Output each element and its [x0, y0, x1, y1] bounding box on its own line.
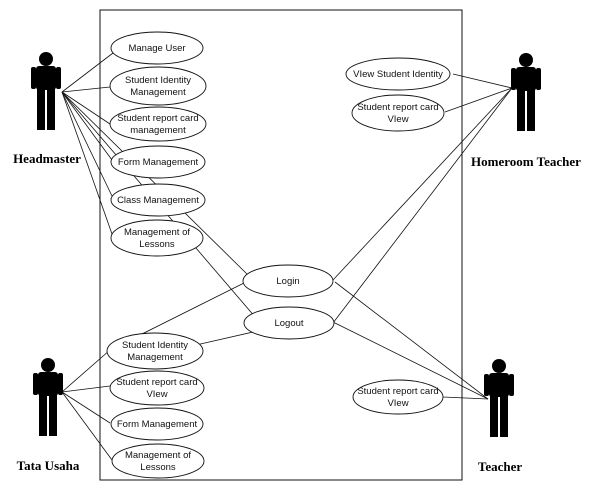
actor-homeroom-teacher-figure	[511, 53, 541, 131]
actor-tata-usaha-label: Tata Usaha	[17, 458, 80, 473]
uc-ht-report-view[interactable]: Student report card VIew	[351, 94, 445, 132]
actor-homeroom-teacher-label: Homeroom Teacher	[471, 154, 581, 169]
svg-text:Student report card: Student report card	[116, 377, 197, 388]
svg-text:Student Identity: Student Identity	[125, 75, 191, 86]
svg-text:Logout: Logout	[274, 318, 303, 329]
svg-text:Lessons: Lessons	[140, 462, 176, 473]
uc-tu-student-identity[interactable]: Student Identity Management	[106, 332, 204, 370]
actor-teacher-figure	[484, 359, 514, 437]
uc-hm-form-management[interactable]: Form Management	[110, 145, 206, 179]
svg-text:Lessons: Lessons	[139, 239, 175, 250]
svg-text:Form Management: Form Management	[118, 157, 199, 168]
actor-headmaster-label: Headmaster	[13, 151, 81, 166]
svg-text:VIew Student Identity: VIew Student Identity	[353, 69, 443, 80]
svg-text:Management of: Management of	[124, 227, 190, 238]
actor-headmaster-figure	[31, 52, 61, 130]
svg-text:Student Identity: Student Identity	[122, 340, 188, 351]
svg-text:Manage User: Manage User	[128, 43, 185, 54]
uc-login[interactable]: Login	[242, 264, 334, 298]
uc-tu-lessons[interactable]: Management of Lessons	[111, 443, 205, 479]
uc-hm-report-card[interactable]: Student report card management	[109, 106, 207, 142]
actor-tata-usaha-figure	[33, 358, 63, 436]
uc-hm-class-management[interactable]: Class Management	[110, 183, 206, 217]
svg-text:Form Management: Form Management	[117, 419, 198, 430]
svg-text:management: management	[130, 125, 186, 136]
uc-manage-user[interactable]: Manage User	[110, 31, 204, 65]
svg-text:Login: Login	[276, 276, 299, 287]
svg-text:Class Management: Class Management	[117, 195, 199, 206]
svg-text:Student report card: Student report card	[117, 113, 198, 124]
svg-text:Management: Management	[130, 87, 186, 98]
svg-text:Management of: Management of	[125, 450, 191, 461]
uc-ht-view-identity[interactable]: VIew Student Identity	[345, 57, 451, 91]
svg-text:VIew: VIew	[146, 389, 167, 400]
uc-t-report-view[interactable]: Student report card VIew	[352, 379, 444, 415]
svg-text:VIew: VIew	[387, 398, 408, 409]
system-boundary	[99, 9, 463, 481]
svg-text:Student report card: Student report card	[357, 386, 438, 397]
uc-hm-lessons[interactable]: Management of Lessons	[110, 219, 204, 257]
uc-tu-report-view[interactable]: Student report card VIew	[109, 370, 205, 406]
svg-text:Student report card: Student report card	[357, 102, 438, 113]
uc-hm-student-identity[interactable]: Student Identity Management	[109, 66, 207, 106]
uc-tu-form-management[interactable]: Form Management	[110, 407, 204, 441]
actor-teacher-label: Teacher	[478, 459, 523, 474]
uc-logout[interactable]: Logout	[243, 306, 335, 340]
svg-text:Management: Management	[127, 352, 183, 363]
svg-text:VIew: VIew	[387, 114, 408, 125]
